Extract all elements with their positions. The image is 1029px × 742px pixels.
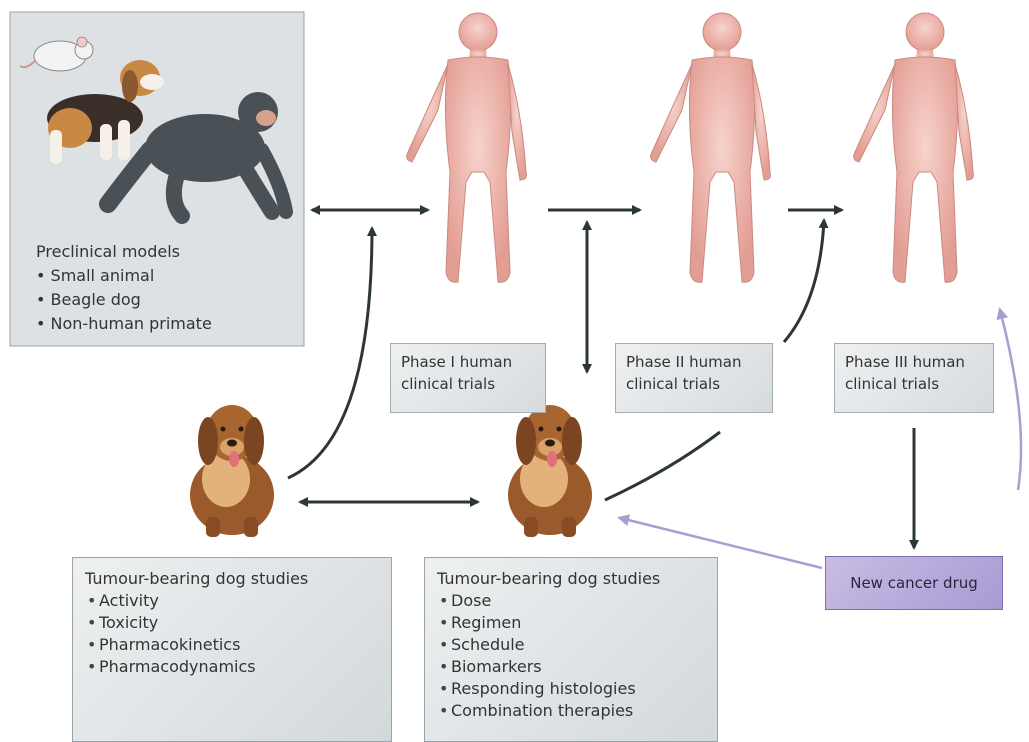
phase-2-label: Phase II human clinical trials	[615, 343, 773, 413]
preclinical-text: Preclinical models • Small animal • Beag…	[36, 240, 212, 336]
preclinical-item-small-animal: • Small animal	[36, 264, 212, 288]
dog-studies-right-item: Schedule	[437, 634, 705, 656]
dog-studies-right-title: Tumour-bearing dog studies	[437, 568, 705, 590]
phase-3-line1: Phase III human	[845, 351, 983, 373]
dog-studies-left-box: Tumour-bearing dog studies Activity Toxi…	[72, 557, 392, 742]
preclinical-item-primate: • Non-human primate	[36, 312, 212, 336]
dog-studies-right-item: Dose	[437, 590, 705, 612]
dog-studies-right-item: Biomarkers	[437, 656, 705, 678]
human-figure-phase-1	[407, 13, 527, 282]
arrow-phase2-to-phase3	[784, 220, 824, 342]
phase-3-line2: clinical trials	[845, 373, 983, 395]
phase-2-line1: Phase II human	[626, 351, 762, 373]
dog-studies-left-item: Activity	[85, 590, 379, 612]
phase-1-line1: Phase I human	[401, 351, 535, 373]
human-figure-phase-3	[854, 13, 974, 282]
dog-studies-left-item: Pharmacokinetics	[85, 634, 379, 656]
dog-studies-left-item: Pharmacodynamics	[85, 656, 379, 678]
phase-1-label: Phase I human clinical trials	[390, 343, 546, 413]
golden-retriever-left	[190, 405, 274, 537]
phase-2-line2: clinical trials	[626, 373, 762, 395]
dog-studies-right-box: Tumour-bearing dog studies Dose Regimen …	[424, 557, 718, 742]
dog-studies-right-item: Regimen	[437, 612, 705, 634]
phase-3-label: Phase III human clinical trials	[834, 343, 994, 413]
human-figure-phase-2	[651, 13, 771, 282]
golden-retriever-center	[508, 405, 592, 537]
dog-studies-right-item: Responding histologies	[437, 678, 705, 700]
connector-dog-center-to-phase2	[605, 432, 720, 500]
new-cancer-drug-box: New cancer drug	[825, 556, 1003, 610]
preclinical-title: Preclinical models	[36, 240, 212, 264]
dog-studies-left-title: Tumour-bearing dog studies	[85, 568, 379, 590]
phase-1-line2: clinical trials	[401, 373, 535, 395]
dog-studies-right-item: Combination therapies	[437, 700, 705, 722]
preclinical-item-beagle-dog: • Beagle dog	[36, 288, 212, 312]
arrow-new-drug-to-phase3	[1000, 310, 1021, 490]
dog-studies-left-item: Toxicity	[85, 612, 379, 634]
